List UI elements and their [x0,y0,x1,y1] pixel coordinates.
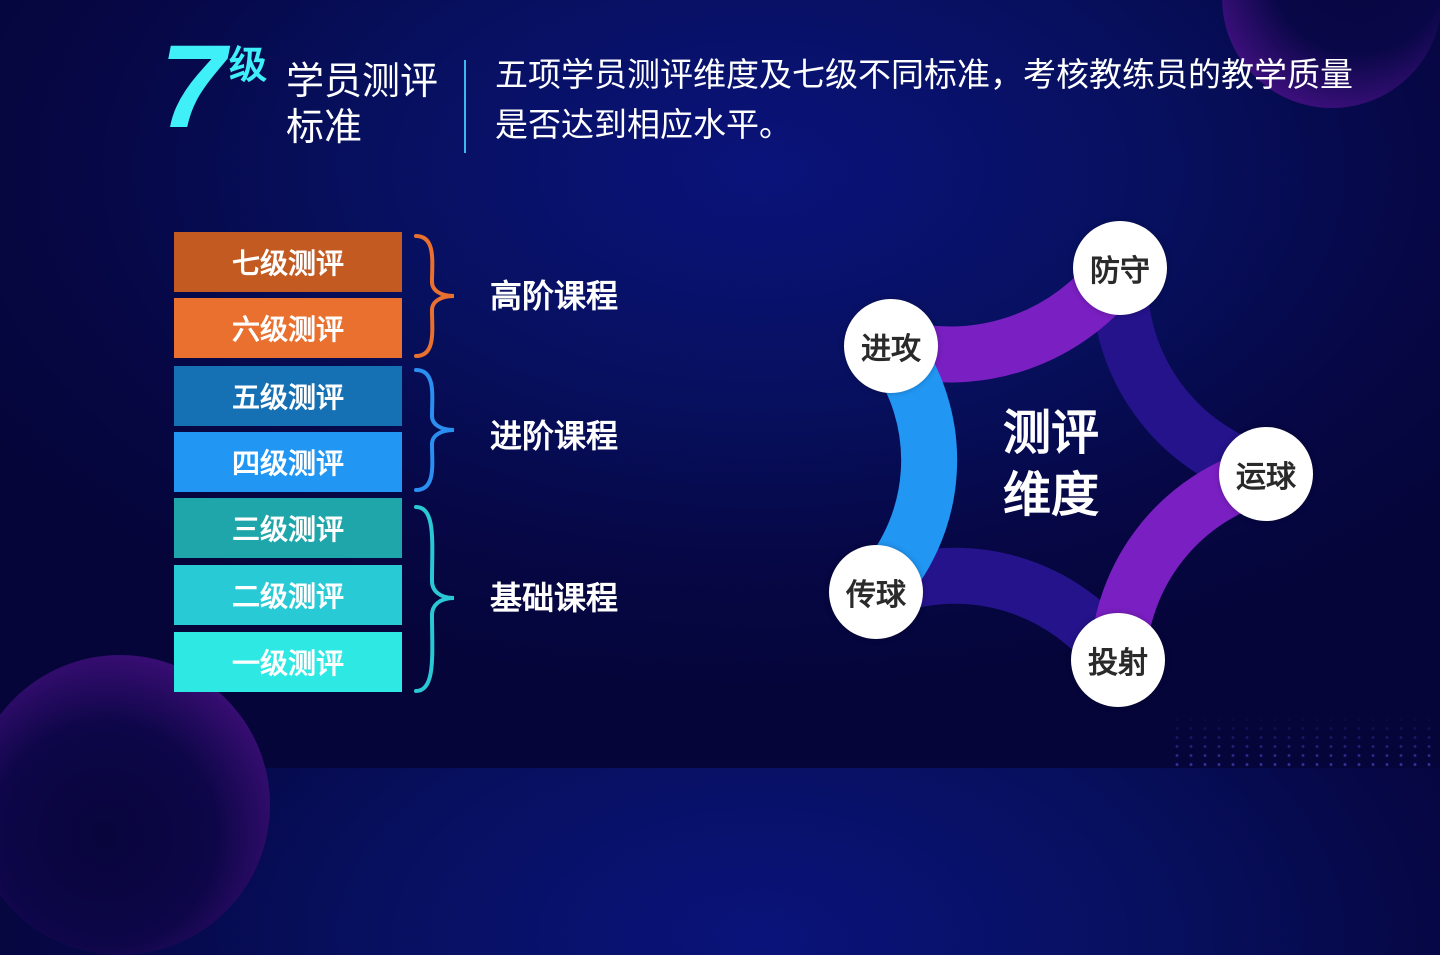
level-count-unit: 级 [229,43,268,87]
subtitle-line2: 是否达到相应水平。 [495,105,792,144]
level-bar-label: 六级测评 [231,313,344,346]
node-label: 防守 [1090,254,1150,289]
dimension-node-pass: 传球 [829,545,923,639]
node-label: 进攻 [861,332,921,367]
level-bar-1: 一级测评 [174,632,402,692]
level-bar-4: 四级测评 [174,432,402,492]
level-bar-label: 四级测评 [231,447,344,480]
level-bar-label: 一级测评 [231,647,344,680]
center-title-line1: 测评 [1002,405,1099,461]
group-label-intermediate: 进阶课程 [490,417,619,455]
page-title-line2: 标准 [286,105,363,149]
group-label-basic: 基础课程 [490,579,619,617]
dimension-node-dribble: 运球 [1219,427,1313,521]
decorative-dot-wave [1170,715,1440,768]
header-divider [464,60,466,153]
level-bar-label: 七级测评 [231,247,344,280]
subtitle-line1: 五项学员测评维度及七级不同标准，考核教练员的教学质量 [495,55,1353,94]
level-bar-7: 七级测评 [174,232,402,292]
level-bar-3: 三级测评 [174,498,402,558]
dimension-ring-diagram [855,251,1275,677]
level-bar-2: 二级测评 [174,565,402,625]
brace-intermediate-icon [414,368,455,492]
dimension-node-attack: 进攻 [844,299,938,393]
dimension-node-defense: 防守 [1073,221,1167,315]
node-label: 投射 [1088,646,1148,681]
level-bar-6: 六级测评 [174,298,402,358]
group-label-advanced: 高阶课程 [490,277,619,315]
brace-basic-icon [414,505,455,693]
level-bar-label: 三级测评 [231,513,344,546]
level-bar-label: 五级测评 [231,381,344,414]
dimension-node-shoot: 投射 [1071,613,1165,707]
center-title-line2: 维度 [1002,467,1099,523]
page-title: 学员测评 标准 [286,58,438,150]
page-subtitle: 五项学员测评维度及七级不同标准，考核教练员的教学质量 是否达到相应水平。 [495,50,1395,150]
level-bar-5: 五级测评 [174,366,402,426]
node-label: 运球 [1236,460,1296,495]
brace-advanced-icon [414,234,455,358]
level-count-number: 7 [160,21,226,153]
node-label: 传球 [846,578,906,613]
level-bar-label: 二级测评 [231,580,344,613]
dimension-center-title: 测评 维度 [996,402,1106,526]
page-title-line1: 学员测评 [286,59,439,103]
